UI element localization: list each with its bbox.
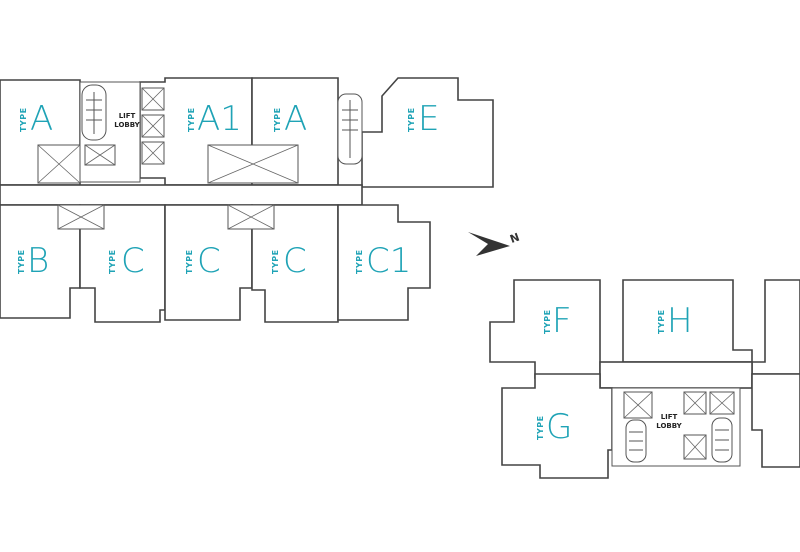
unit-g-outline	[501, 373, 613, 479]
unit-letter: H	[667, 301, 693, 341]
unit-letter: C	[197, 241, 221, 281]
type-tag: TYPE	[355, 249, 364, 274]
unit-letter: A	[30, 99, 53, 139]
type-tag: TYPE	[543, 309, 552, 334]
unit-f-outline	[489, 279, 601, 379]
unit-label-h: TYPE H	[657, 301, 693, 341]
unit-letter: A1	[197, 99, 242, 139]
north-arrow-label: N	[508, 231, 521, 246]
lift-lobby-label-left-line2: LOBBY	[114, 121, 140, 129]
type-tag: TYPE	[271, 249, 280, 274]
unit-letter: B	[27, 241, 49, 281]
unit-letter: F	[552, 301, 572, 341]
unit-letter: C1	[366, 241, 411, 281]
left-core	[79, 81, 363, 183]
unit-label-c4: TYPE C1	[355, 241, 411, 281]
unit-letter: C	[121, 241, 145, 281]
type-tag: TYPE	[19, 107, 28, 132]
type-tag: TYPE	[407, 107, 416, 132]
unit-right-edge-top	[751, 279, 800, 375]
unit-letter: E	[418, 99, 439, 139]
unit-label-a-left: TYPE A	[19, 99, 53, 139]
left-building: LIFT LOBBY TYPE A TYPE A1 TYPE A TYPE E …	[0, 77, 494, 323]
unit-label-g: TYPE G	[536, 407, 572, 447]
left-shafts	[37, 144, 299, 230]
corridor-right	[599, 361, 753, 389]
unit-label-e: TYPE E	[407, 99, 439, 139]
right-core	[611, 387, 741, 467]
unit-label-a1: TYPE A1	[187, 99, 242, 139]
unit-right-edge-bottom	[751, 373, 800, 468]
unit-label-b: TYPE B	[17, 241, 49, 281]
unit-label-c1: TYPE C	[108, 241, 145, 281]
unit-e-outline	[361, 77, 494, 188]
type-tag: TYPE	[185, 249, 194, 274]
lift-lobby-label-right-line1: LIFT	[661, 413, 678, 421]
lift-lobby-label-right-line2: LOBBY	[656, 422, 682, 430]
lift-lobby-label-left-line1: LIFT	[119, 112, 136, 120]
type-tag: TYPE	[536, 415, 545, 440]
unit-letter: A	[284, 99, 307, 139]
type-tag: TYPE	[17, 249, 26, 274]
north-arrow-icon	[468, 232, 510, 256]
north-arrow: N	[468, 231, 521, 256]
unit-label-a-mid: TYPE A	[273, 99, 307, 139]
type-tag: TYPE	[187, 107, 196, 132]
unit-label-c2: TYPE C	[185, 241, 221, 281]
type-tag: TYPE	[273, 107, 282, 132]
right-building: LIFT LOBBY TYPE F TYPE H TYPE G	[489, 279, 800, 479]
type-tag: TYPE	[657, 309, 666, 334]
corridor-left	[0, 184, 363, 206]
unit-letter: C	[283, 241, 307, 281]
unit-label-c3: TYPE C	[271, 241, 307, 281]
unit-c4-outline	[337, 204, 431, 321]
unit-label-f: TYPE F	[543, 301, 572, 341]
unit-letter: G	[546, 407, 572, 447]
type-tag: TYPE	[108, 249, 117, 274]
